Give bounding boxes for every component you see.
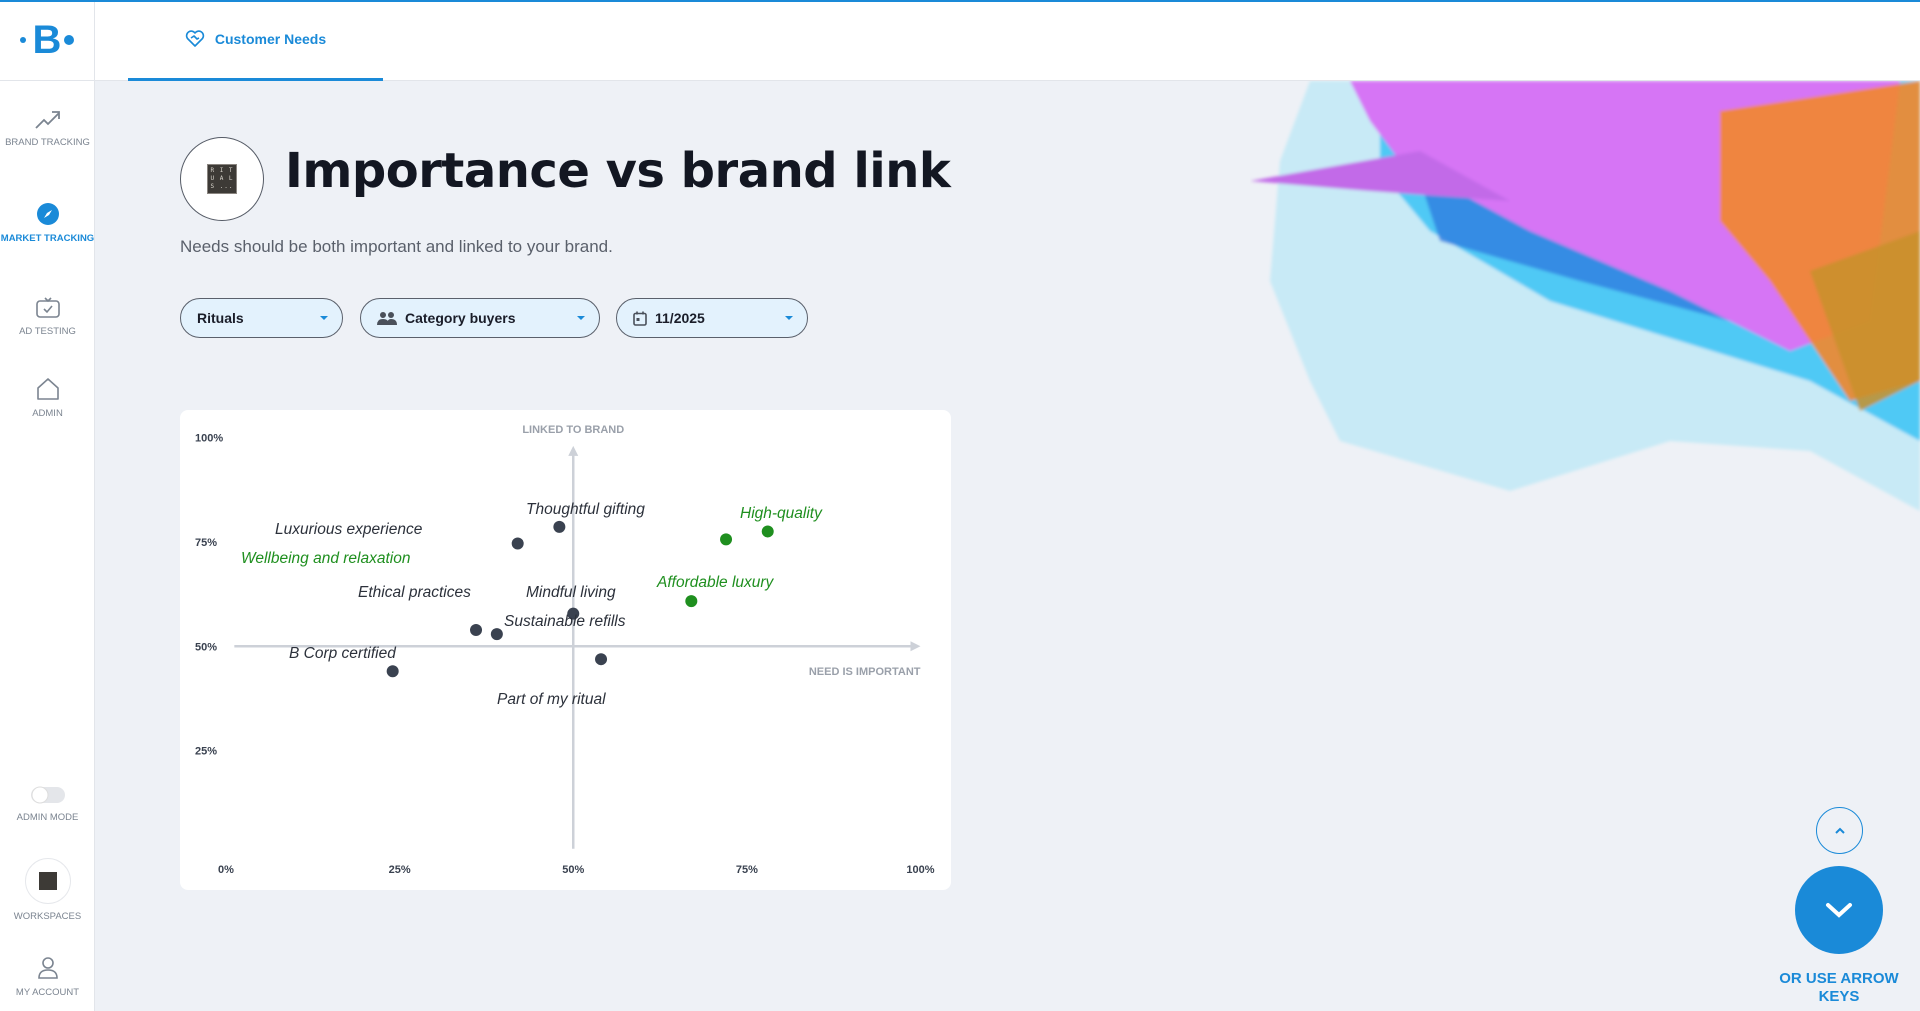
audience-select[interactable]: Category buyers [360, 298, 600, 338]
my-account-button[interactable]: MY ACCOUNT [0, 956, 95, 999]
workspaces-label: WORKSPACES [13, 911, 82, 922]
data-point [567, 607, 580, 620]
my-account-label: MY ACCOUNT [15, 987, 80, 998]
home-icon [36, 378, 59, 400]
data-point [761, 525, 774, 538]
data-point [386, 665, 399, 678]
sidebar-item-brand-tracking[interactable]: BRAND TRACKING [0, 110, 95, 149]
toggle-switch-icon [30, 786, 65, 804]
x-tick-label: 50% [562, 864, 584, 876]
audience-select-value: Category buyers [405, 310, 516, 326]
compass-icon [36, 203, 59, 225]
heart-handshake-icon [185, 30, 205, 47]
admin-mode-toggle[interactable]: ADMIN MODE [0, 785, 95, 824]
x-axis-title: NEED IS IMPORTANT [809, 666, 921, 678]
sidebar-item-label: BRAND TRACKING [5, 137, 90, 148]
arrow-keys-hint: OR USE ARROW KEYS [1779, 970, 1899, 1005]
x-tick-label: 25% [389, 864, 411, 876]
scatter-chart-card: LINKED TO BRAND NEED IS IMPORTANT 0% 25% 50%… [180, 410, 951, 890]
sidebar-item-ad-testing[interactable]: AD TESTING [0, 297, 95, 338]
header: Customer Needs [95, 0, 1920, 81]
data-point [685, 595, 698, 608]
calendar-icon [633, 311, 647, 326]
workspaces-button[interactable]: WORKSPACES [0, 858, 95, 923]
data-point-label: Thoughtful gifting [526, 501, 645, 518]
y-tick-label: 75% [195, 537, 217, 549]
chevron-up-icon [1834, 827, 1845, 834]
data-point-label: Part of my ritual [497, 691, 606, 708]
x-tick-label: 0% [218, 864, 234, 876]
scatter-chart: LINKED TO BRAND NEED IS IMPORTANT 0% 25% 50%… [195, 424, 935, 876]
period-select-value: 11/2025 [655, 310, 705, 326]
chevron-down-icon [1826, 903, 1852, 918]
user-icon [37, 957, 58, 979]
data-point [511, 537, 524, 550]
page-subtitle: Needs should be both important and linke… [180, 237, 613, 256]
svg-text:B: B [33, 20, 62, 60]
y-tick-label: 100% [195, 433, 223, 445]
data-point-label: Ethical practices [358, 584, 471, 601]
brand-select-value: Rituals [197, 310, 244, 326]
y-axis-title: LINKED TO BRAND [522, 424, 624, 436]
tv-check-icon [35, 297, 60, 318]
previous-page-button[interactable] [1816, 807, 1863, 854]
data-point-label: Affordable luxury [656, 574, 775, 591]
chevron-down-icon [785, 316, 793, 320]
sidebar-item-label: ADMIN [32, 408, 63, 419]
data-point-label: B Corp certified [289, 645, 397, 662]
data-point [720, 533, 733, 546]
x-axis-arrow [910, 641, 921, 652]
data-point [595, 653, 608, 666]
app-logo[interactable]: B [0, 0, 94, 81]
brand-select[interactable]: Rituals [180, 298, 343, 338]
data-point [553, 520, 566, 533]
data-point [470, 623, 483, 636]
workspace-logo [24, 858, 71, 904]
people-icon [377, 312, 397, 325]
period-select[interactable]: 11/2025 [616, 298, 808, 338]
chevron-down-icon [577, 316, 585, 320]
y-tick-label: 50% [195, 641, 217, 653]
data-point-label: Mindful living [526, 584, 616, 601]
paint-splash-decoration [1250, 81, 1920, 511]
data-point-label: Sustainable refills [504, 613, 626, 630]
x-tick-label: 100% [906, 864, 934, 876]
data-point-label: Luxurious experience [275, 521, 423, 538]
y-axis-arrow [568, 445, 579, 456]
sidebar-item-label: MARKET TRACKING [0, 233, 95, 244]
tab-label: Customer Needs [214, 31, 327, 47]
data-point [490, 628, 503, 641]
x-tick-label: 75% [736, 864, 758, 876]
sidebar-item-label: AD TESTING [19, 326, 76, 337]
admin-mode-label: ADMIN MODE [16, 812, 79, 823]
y-tick-label: 25% [195, 746, 217, 758]
sidebar: B BRAND TRACKING MARKET TRACKING AD TEST… [0, 0, 95, 1011]
sidebar-item-admin[interactable]: ADMIN [0, 377, 95, 420]
trending-up-icon [34, 111, 60, 129]
tab-customer-needs[interactable]: Customer Needs [128, 0, 383, 81]
next-page-button[interactable] [1795, 866, 1883, 954]
chevron-down-icon [320, 316, 328, 320]
data-point-label: High-quality [740, 505, 823, 522]
sidebar-item-market-tracking[interactable]: MARKET TRACKING [0, 202, 95, 245]
top-accent-line [0, 0, 1920, 2]
page-title: Importance vs brand link [285, 143, 951, 199]
data-point-label: Wellbeing and relaxation [241, 550, 410, 567]
